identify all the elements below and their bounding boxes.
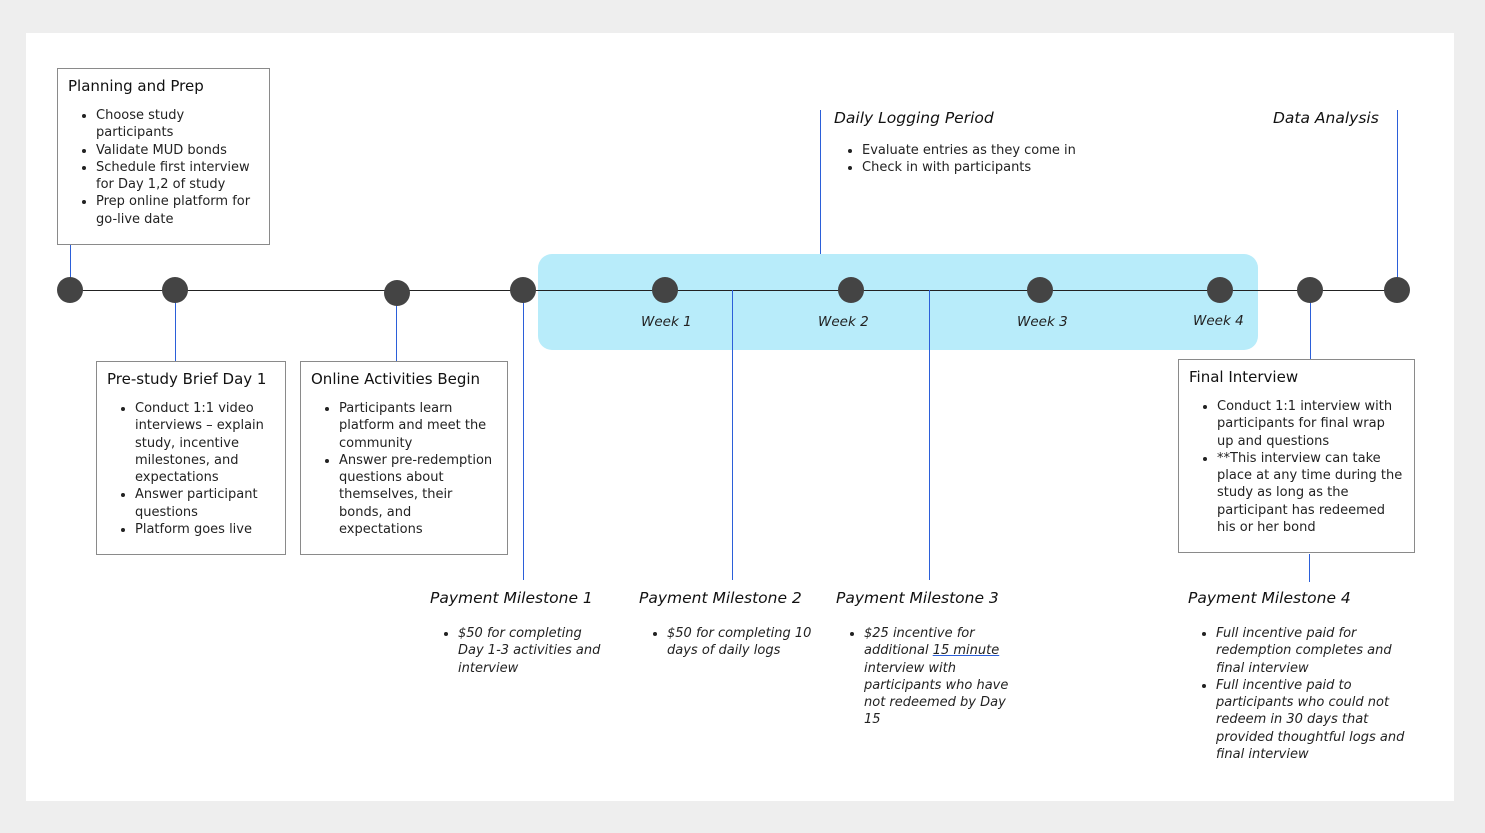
payment-milestone-3: Payment Milestone 3 $25 incentive for ad… [836,589,1021,729]
planning-box: Planning and Prep Choose study participa… [57,68,270,245]
milestone-dot-prestudy [162,277,188,303]
daily-logging-block: Daily Logging Period Evaluate entries as… [834,109,1134,177]
payment-milestone-2: Payment Milestone 2 $50 for completing 1… [639,589,819,660]
final-interview-list: Conduct 1:1 interview with participants … [1189,398,1404,536]
list-item: Check in with participants [862,159,1134,176]
online-activities-list: Participants learn platform and meet the… [311,400,497,538]
connector-prestudy [175,290,176,361]
online-activities-title: Online Activities Begin [311,370,481,388]
milestone-dot-week1 [652,277,678,303]
connector-daily-logging [820,110,821,254]
milestone-dot-week4 [1207,277,1233,303]
final-interview-box: Final Interview Conduct 1:1 interview wi… [1178,359,1415,553]
milestone-2-list: $50 for completing 10 days of daily logs [639,625,819,660]
milestone-3-title: Payment Milestone 3 [836,589,999,607]
milestone-dot-week2 [838,277,864,303]
list-item: Schedule first interview for Day 1,2 of … [96,159,259,194]
milestone-1-list: $50 for completing Day 1-3 activities an… [430,625,610,677]
milestone-4-title: Payment Milestone 4 [1188,589,1351,607]
week-label-1: Week 1 [641,314,692,330]
list-item: Full incentive paid for redemption compl… [1216,625,1418,677]
week-label-3: Week 3 [1017,314,1068,330]
prestudy-title: Pre-study Brief Day 1 [107,370,267,388]
connector-milestone1 [523,290,524,580]
milestone-dot-final-interview [1297,277,1323,303]
list-item: Validate MUD bonds [96,142,259,159]
milestone-dot-online [384,280,410,306]
data-analysis-title: Data Analysis [1273,109,1379,127]
prestudy-list: Conduct 1:1 video interviews – explain s… [107,400,275,538]
connector-data-analysis [1397,110,1398,290]
milestone-dot-week3 [1027,277,1053,303]
list-item: **This interview can take place at any t… [1217,450,1404,536]
final-interview-title: Final Interview [1189,368,1299,386]
connector-milestone2 [732,290,733,580]
planning-title: Planning and Prep [68,77,204,95]
connector-milestone3 [929,290,930,580]
daily-logging-list: Evaluate entries as they come in Check i… [834,142,1134,177]
milestone-4-list: Full incentive paid for redemption compl… [1188,625,1418,763]
week-label-4: Week 4 [1193,313,1244,329]
connector-online [396,293,397,361]
timeline-slide: Week 1 Week 2 Week 3 Week 4 Planning and… [26,33,1454,801]
milestone-3-underlined-text: 15 minute [932,643,1000,659]
list-item: Participants learn platform and meet the… [339,400,497,452]
timeline-axis [70,290,1400,291]
milestone-dot-payment1 [510,277,536,303]
list-item: Prep online platform for go-live date [96,193,259,228]
list-item: Platform goes live [135,521,275,538]
list-item: Choose study participants [96,107,259,142]
milestone-3-text-post: interview with participants who have not… [864,660,1009,728]
daily-logging-title: Daily Logging Period [834,109,994,127]
list-item: $50 for completing Day 1-3 activities an… [458,625,610,677]
connector-final-interview [1310,290,1311,359]
planning-list: Choose study participants Validate MUD b… [68,107,259,228]
milestone-3-text-pre: $25 incentive for additional [864,626,975,659]
milestone-3-list: $25 incentive for additional 15 minute i… [836,625,1021,729]
connector-milestone4 [1309,554,1310,582]
milestone-2-title: Payment Milestone 2 [639,589,802,607]
list-item: $50 for completing 10 days of daily logs [667,625,819,660]
list-item: Answer pre-redemption questions about th… [339,452,497,538]
list-item: Conduct 1:1 video interviews – explain s… [135,400,275,486]
list-item: Full incentive paid to participants who … [1216,677,1418,763]
milestone-1-title: Payment Milestone 1 [430,589,593,607]
payment-milestone-1: Payment Milestone 1 $50 for completing D… [430,589,610,677]
daily-logging-band [538,254,1258,350]
list-item: Answer participant questions [135,486,275,521]
list-item: Evaluate entries as they come in [862,142,1134,159]
connector-planning [70,245,71,290]
week-label-2: Week 2 [818,314,869,330]
milestone-dot-data-analysis [1384,277,1410,303]
milestone-dot-planning [57,277,83,303]
list-item: Conduct 1:1 interview with participants … [1217,398,1404,450]
payment-milestone-4: Payment Milestone 4 Full incentive paid … [1188,589,1418,763]
prestudy-box: Pre-study Brief Day 1 Conduct 1:1 video … [96,361,286,555]
list-item: $25 incentive for additional 15 minute i… [864,625,1021,729]
online-activities-box: Online Activities Begin Participants lea… [300,361,508,555]
